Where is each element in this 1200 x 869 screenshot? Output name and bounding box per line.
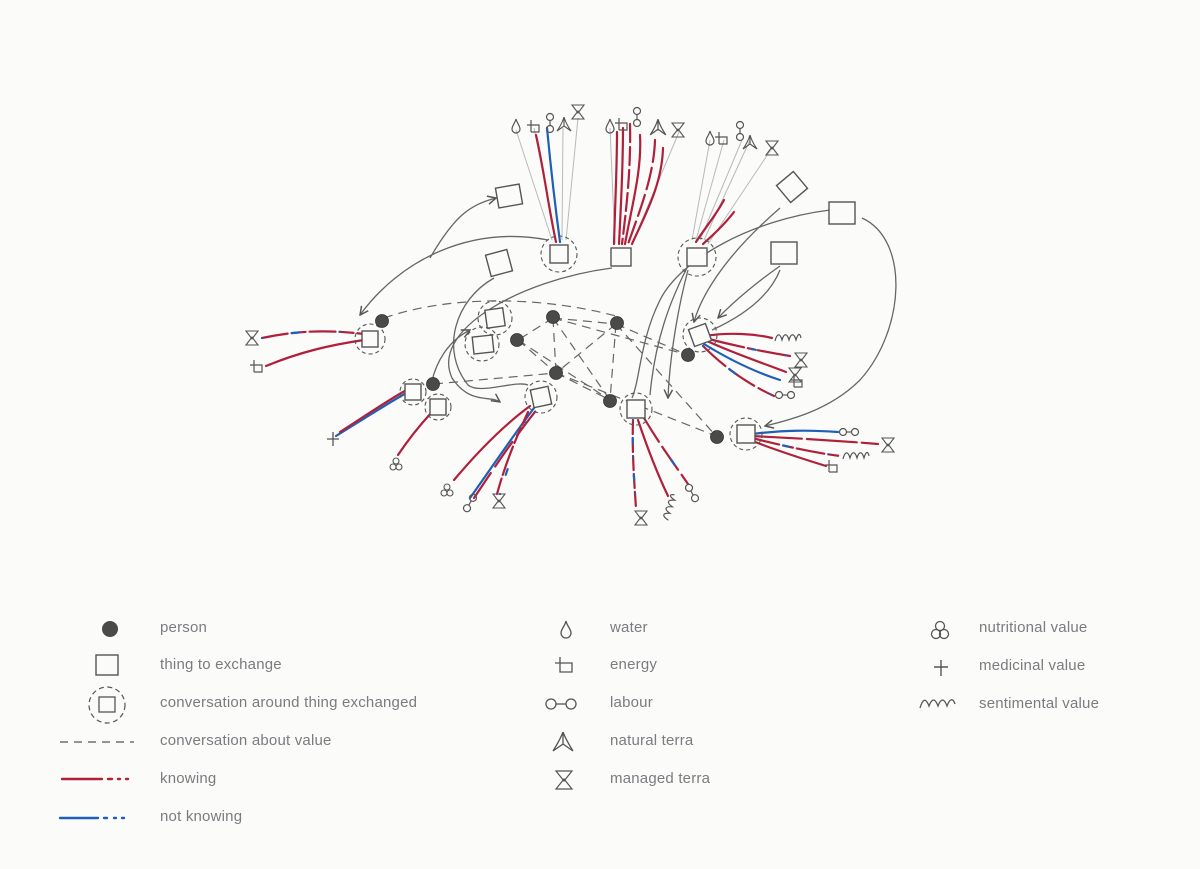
legend-label-person: person xyxy=(160,619,208,636)
blue-line-icon xyxy=(58,816,126,820)
natural-terra-icon xyxy=(552,731,574,752)
energy-icon xyxy=(555,657,573,673)
legend-label-medicinal: medicinal value xyxy=(979,657,1086,674)
legend-label-conversation-thing: conversation around thing exchanged xyxy=(160,694,418,711)
legend-label-water: water xyxy=(610,619,648,636)
legend-label-knowing: knowing xyxy=(160,770,217,787)
medicinal-cross-icon xyxy=(934,660,948,676)
red-line-icon xyxy=(60,777,130,781)
thread-lines xyxy=(515,117,773,245)
person-icon xyxy=(102,621,118,637)
sentimental-wave-icon xyxy=(919,699,956,709)
legend-label-thing: thing to exchange xyxy=(160,656,282,673)
legend-label-labour: labour xyxy=(610,694,653,711)
exchange-arrows xyxy=(360,198,897,426)
dashed-circle-square-icon xyxy=(88,686,126,724)
water-drop-icon xyxy=(560,620,572,639)
legend-label-energy: energy xyxy=(610,656,658,673)
exchange-things xyxy=(361,170,856,444)
nutritional-icon xyxy=(930,620,950,640)
conversation-circles xyxy=(354,235,763,451)
labour-icon xyxy=(545,698,577,710)
legend-label-sentimental: sentimental value xyxy=(979,695,1100,712)
dashed-line-icon xyxy=(60,741,134,743)
persons xyxy=(375,310,724,444)
legend-label-not-knowing: not knowing xyxy=(160,808,243,825)
legend-label-natural-terra: natural terra xyxy=(610,732,694,749)
legend-label-conversation-value: conversation about value xyxy=(160,732,332,749)
value-symbols xyxy=(245,104,895,526)
managed-terra-icon xyxy=(554,770,574,790)
legend-label-managed-terra: managed terra xyxy=(610,770,711,787)
square-icon xyxy=(95,654,119,676)
legend-label-nutritional: nutritional value xyxy=(979,619,1088,636)
